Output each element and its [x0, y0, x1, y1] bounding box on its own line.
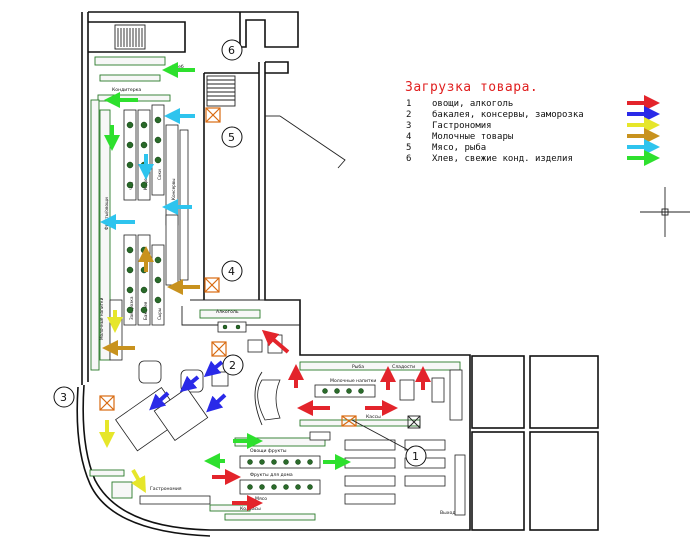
- label-confectionery: Кондитерка: [112, 87, 141, 93]
- delivery-arrows: [99, 62, 431, 511]
- loading-crates: [99, 107, 357, 427]
- label-veg-fruits: Овощи фрукты: [250, 448, 287, 454]
- label-gastro: Гастрономия: [150, 486, 182, 492]
- entry-6-label: 6: [228, 44, 235, 57]
- label-fruits-veg: Фрукты/овощи: [104, 197, 109, 230]
- label-dairy-left: Молочные напитки: [99, 297, 104, 340]
- arrow-blue: [203, 360, 224, 378]
- legend-item: 1 овощи, алкоголь: [406, 95, 660, 111]
- crosshair-icon: [640, 187, 690, 237]
- entry-markers: 6 5 4 2 3 1: [53, 39, 427, 467]
- legend-item-label: Молочные товары: [432, 132, 513, 142]
- legend-item-label: Мясо, рыба: [432, 142, 486, 153]
- staircase-top: [114, 24, 146, 50]
- legend-item: 5 Мясо, рыба: [406, 139, 660, 155]
- arrow-blue: [179, 375, 200, 393]
- arrow-red: [261, 329, 290, 354]
- legend-item-label: Гастрономия: [432, 121, 492, 131]
- label-meat: Мясо: [255, 496, 267, 502]
- product-fixtures: [126, 116, 364, 490]
- arrow-blue: [206, 393, 227, 413]
- label-alcohol: Алкоголь: [216, 309, 239, 315]
- legend-item-label: Хлев, свежие конд. изделия: [432, 154, 573, 164]
- label-juices: Соки: [157, 169, 162, 180]
- label-dairy-right: Молочные напитки: [330, 378, 376, 384]
- legend-item-number: 4: [406, 132, 411, 142]
- label-sweets: Сладости: [392, 364, 415, 370]
- label-preserves: Консервы: [171, 178, 176, 200]
- outer-walls: [76, 11, 471, 537]
- label-fish: Рыба: [352, 364, 364, 370]
- legend-item-number: 2: [406, 110, 411, 120]
- label-fruits-home: Фрукты для дома: [250, 472, 293, 478]
- legend-item-number: 5: [406, 143, 411, 153]
- legend-item-number: 6: [406, 154, 411, 164]
- legend-item-label: бакалея, консервы, заморозка: [432, 109, 584, 120]
- entry-3-label: 3: [60, 391, 67, 404]
- entry-4-label: 4: [228, 265, 235, 278]
- entry-1-label: 1: [412, 450, 419, 463]
- arrow-yellow: [131, 469, 146, 493]
- arrow-blue: [149, 391, 170, 411]
- entry-2-label: 2: [229, 359, 236, 372]
- label-exit: Выход: [440, 510, 455, 516]
- legend: Загрузка товара. 1 овощи, алкоголь 2 бакале…: [405, 80, 660, 166]
- legend-item-number: 1: [406, 99, 411, 109]
- label-cheese: Сыры: [157, 308, 162, 320]
- legend-item: 3 Гастрономия: [406, 117, 660, 133]
- legend-item-label: овощи, алкоголь: [432, 99, 513, 109]
- label-sausages: Колбасы: [240, 506, 261, 512]
- legend-title: Загрузка товара.: [405, 80, 538, 95]
- entry-5-label: 5: [228, 131, 235, 144]
- legend-item: 2 бакалея, консервы, заморозка: [406, 106, 660, 122]
- label-checkouts: Кассы: [366, 414, 381, 420]
- storage-rooms: [471, 355, 599, 531]
- staircase-mid: [206, 75, 236, 107]
- legend-item: 6 Хлев, свежие конд. изделия: [406, 150, 660, 166]
- legend-item: 4 Молочные товары: [406, 128, 660, 144]
- legend-item-number: 3: [406, 121, 411, 131]
